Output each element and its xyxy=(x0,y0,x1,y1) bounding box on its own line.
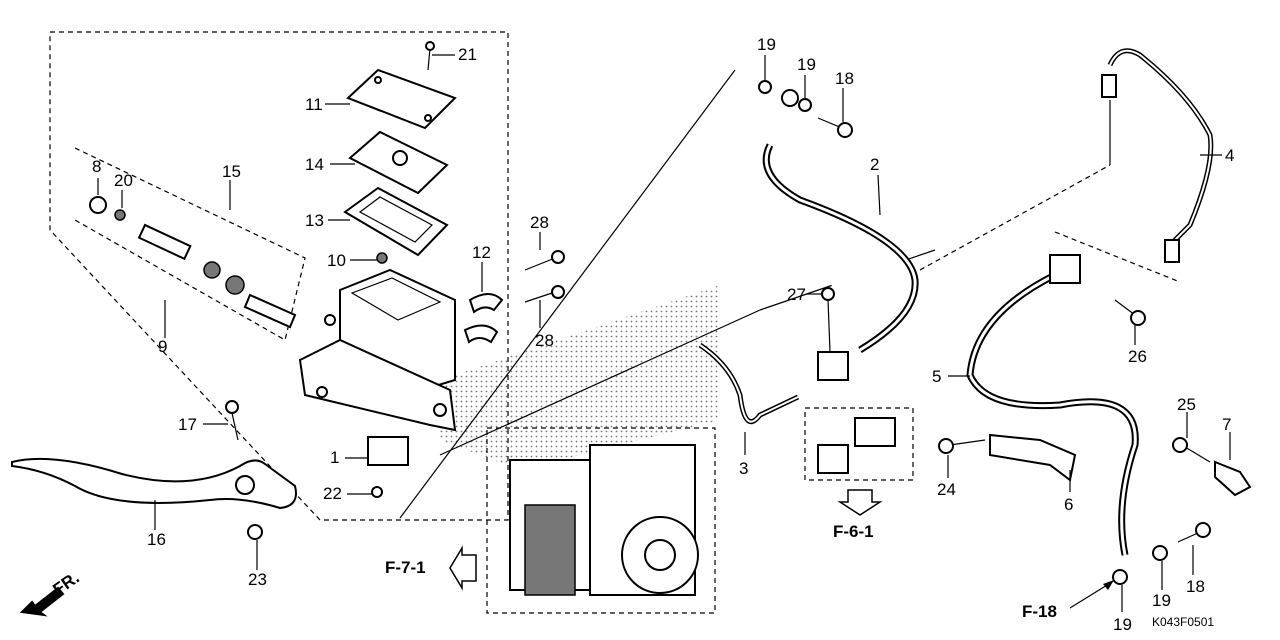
spring xyxy=(243,293,297,329)
callout-16: 16 xyxy=(147,530,166,549)
callout-13: 13 xyxy=(305,211,324,230)
callout-19: 19 xyxy=(757,35,776,54)
washer-19-c xyxy=(1152,545,1168,561)
callout-22: 22 xyxy=(323,484,342,503)
ref-f71[interactable]: F-7-1 xyxy=(385,558,426,577)
bolt-18-lower xyxy=(1195,522,1211,538)
washer-19-a xyxy=(758,80,772,94)
shadow-area xyxy=(440,285,720,470)
callout-21: 21 xyxy=(458,45,477,64)
callout-18: 18 xyxy=(835,69,854,88)
leader-lines xyxy=(97,54,1231,612)
callout-26: 26 xyxy=(1128,347,1147,366)
washer-19-d xyxy=(1112,569,1128,585)
f61-arrow-icon xyxy=(837,489,883,516)
pressure-sensor xyxy=(854,417,896,447)
three-way-joint xyxy=(817,351,849,381)
nut-8 xyxy=(89,196,107,214)
f71-arrow-icon xyxy=(449,545,477,591)
hose-clamp-7 xyxy=(1214,460,1252,497)
callout-17: 17 xyxy=(178,415,197,434)
pivot-bolt-17 xyxy=(225,400,239,414)
callout-5: 5 xyxy=(932,367,941,386)
screw-21 xyxy=(425,41,435,51)
holder-clamp xyxy=(468,293,504,314)
callout-20: 20 xyxy=(114,171,133,190)
master-cylinder-group-box xyxy=(49,31,509,521)
callout-11: 11 xyxy=(305,95,323,114)
ref-f61[interactable]: F-6-1 xyxy=(833,522,874,541)
hose-group-box xyxy=(1054,231,1181,283)
nut-23 xyxy=(247,524,263,540)
front-arrow-icon xyxy=(19,586,65,617)
bolt-24 xyxy=(938,438,954,454)
callout-27: 27 xyxy=(787,285,806,304)
f18-arrow-icon xyxy=(1103,580,1114,590)
ref-f18[interactable]: F-18 xyxy=(1022,602,1057,621)
front-stop-switch xyxy=(367,436,409,466)
bolt-27 xyxy=(821,287,835,301)
brake-lever xyxy=(11,457,297,510)
bolt-25 xyxy=(1172,437,1188,453)
diaphragm-inner xyxy=(358,196,433,243)
reservoir-cap xyxy=(346,68,457,130)
bolt-18 xyxy=(837,122,853,138)
callout-3: 3 xyxy=(739,459,748,478)
callout-19: 19 xyxy=(1152,591,1171,610)
washer-20 xyxy=(114,209,126,221)
callout-7: 7 xyxy=(1222,415,1231,434)
bolt-26 xyxy=(1130,310,1146,326)
guide-line xyxy=(439,309,761,456)
hose-box-edge xyxy=(919,164,1111,271)
callout-19: 19 xyxy=(1113,615,1132,634)
washer-19-b xyxy=(798,98,812,112)
boot-10 xyxy=(376,252,388,264)
abs-unit-box xyxy=(486,427,716,614)
diaphragm xyxy=(343,186,449,257)
screw-22 xyxy=(371,486,383,498)
diagram-code: K043F0501 xyxy=(1152,615,1214,629)
piston xyxy=(137,223,192,261)
callout-8: 8 xyxy=(92,157,101,176)
hose-bracket-6 xyxy=(989,433,1077,482)
hose-joint xyxy=(1049,254,1081,284)
callout-12: 12 xyxy=(472,243,491,262)
bolt-28-lower xyxy=(551,285,565,299)
seal-kit-group-box xyxy=(74,147,306,341)
callout-9: 9 xyxy=(158,337,167,356)
callout-23: 23 xyxy=(248,570,267,589)
callout-2: 2 xyxy=(870,155,879,174)
callout-19: 19 xyxy=(797,55,816,74)
callout-10: 10 xyxy=(327,251,346,270)
brake-pipe-4 xyxy=(1107,48,1214,247)
callout-4: 4 xyxy=(1225,146,1234,165)
guide-line xyxy=(399,69,736,519)
callout-28: 28 xyxy=(530,213,549,232)
abs-connector xyxy=(524,504,576,596)
bolt-28-upper xyxy=(551,250,565,264)
callout-18: 18 xyxy=(1186,577,1205,596)
callout-15: 15 xyxy=(222,162,241,181)
callout-25: 25 xyxy=(1177,395,1196,414)
master-cylinder-mount xyxy=(298,338,457,432)
callout-14: 14 xyxy=(305,155,324,174)
sensor-box xyxy=(804,407,914,481)
banjo-fitting xyxy=(781,89,799,107)
callout-1: 1 xyxy=(330,448,339,467)
callout-28: 28 xyxy=(535,331,554,350)
callout-6: 6 xyxy=(1064,495,1073,514)
callout-24: 24 xyxy=(937,480,956,499)
